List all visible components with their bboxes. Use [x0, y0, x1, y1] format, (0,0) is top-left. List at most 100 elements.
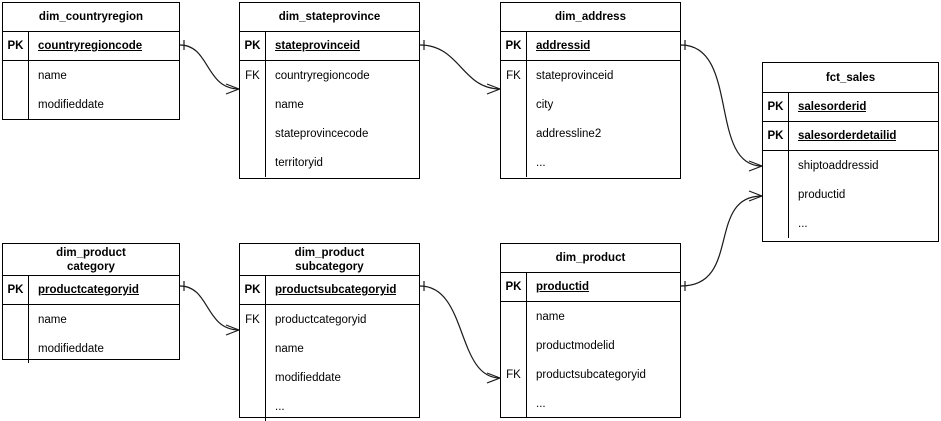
cardinality-many-foot	[486, 88, 501, 95]
key-marker	[763, 209, 788, 238]
attribute-key-column: FK	[240, 61, 266, 177]
field-name: countryregioncode	[275, 69, 370, 82]
field-name: ...	[536, 156, 546, 169]
field-name: salesorderid	[798, 101, 867, 113]
key-marker	[240, 148, 265, 177]
key-row[interactable]: PK salesorderid	[763, 93, 938, 122]
relationship-line	[419, 44, 501, 90]
key-marker	[501, 90, 526, 119]
field-name: name	[275, 342, 304, 355]
field-name: productsubcategoryid	[275, 284, 397, 296]
attribute-name-column: productcategoryid name modifieddate...	[266, 305, 419, 421]
key-marker	[3, 61, 28, 90]
field-name: productmodelid	[536, 339, 615, 352]
field-name: name	[275, 98, 304, 111]
cardinality-many-foot	[486, 372, 501, 379]
key-row[interactable]: PK productsubcategoryid	[240, 276, 419, 305]
key-marker	[501, 302, 526, 331]
attribute-key-column: FK	[501, 302, 527, 418]
key-marker	[3, 90, 28, 119]
field-name: ...	[275, 400, 285, 413]
key-row[interactable]: PK addressid	[501, 32, 680, 61]
key-marker	[501, 331, 526, 360]
cardinality-many-foot	[225, 88, 240, 95]
entity-title: dim_product subcategory	[240, 244, 419, 276]
attribute-key-column	[3, 305, 29, 363]
cardinality-many-foot	[225, 83, 240, 90]
attribute-key-column	[3, 61, 29, 119]
attribute-block: FK name productmodelid productsubcategoryid…	[501, 302, 680, 418]
relationship-rel-category-subcategory	[179, 281, 240, 336]
attribute-name-column: countryregioncode name stateprovincecode te…	[266, 61, 419, 177]
key-marker: FK	[245, 69, 260, 82]
entity-title: dim_product	[501, 244, 680, 273]
cardinality-many-foot	[748, 160, 763, 167]
field-name: productid	[798, 188, 846, 201]
field-name: name	[536, 310, 565, 323]
field-name: name	[38, 313, 67, 326]
field-name: ...	[798, 217, 808, 230]
entity-title: dim_product category	[3, 244, 179, 276]
key-marker: PK	[240, 276, 266, 304]
key-marker: PK	[501, 32, 527, 60]
relationship-rel-subcategory-product	[419, 281, 501, 384]
field-name: modifieddate	[275, 371, 341, 384]
field-name: productsubcategoryid	[536, 368, 646, 381]
relationship-rel-product-sales	[680, 190, 763, 291]
cardinality-many-foot	[748, 165, 763, 172]
relationship-line	[680, 44, 763, 167]
key-marker	[240, 392, 265, 421]
key-marker: PK	[763, 93, 789, 121]
entity-title: fct_sales	[763, 63, 938, 93]
field-name: addressid	[536, 40, 591, 52]
key-marker	[240, 334, 265, 363]
key-row[interactable]: PK productid	[501, 273, 680, 302]
field-name: stateprovincecode	[275, 127, 369, 140]
key-marker: FK	[506, 368, 521, 381]
field-name: city	[536, 98, 554, 111]
key-marker	[501, 148, 526, 177]
entity-title: dim_address	[501, 3, 680, 32]
field-name: territoryid	[275, 156, 323, 169]
cardinality-many-foot	[486, 83, 501, 90]
key-marker	[240, 363, 265, 392]
field-name: modifieddate	[38, 98, 104, 111]
attribute-block: FK productcategoryid name modifieddate...	[240, 305, 419, 421]
attribute-block: FK countryregioncode name stateprovincecode…	[240, 61, 419, 177]
relationship-rel-stateprovince-address	[419, 40, 501, 95]
entity-title: dim_stateprovince	[240, 3, 419, 32]
key-marker	[763, 180, 788, 209]
key-marker: PK	[3, 32, 29, 60]
cardinality-many-foot	[225, 329, 240, 336]
key-marker	[3, 334, 28, 363]
entity-title: dim_countryregion	[3, 3, 179, 32]
cardinality-many-foot	[225, 324, 240, 331]
key-marker: FK	[245, 313, 260, 326]
relationship-line	[680, 195, 763, 287]
field-name: productcategoryid	[275, 313, 367, 326]
field-name: productid	[536, 281, 590, 293]
field-name: productcategoryid	[38, 284, 139, 296]
key-marker: PK	[501, 273, 527, 301]
key-marker	[240, 119, 265, 148]
key-marker: PK	[763, 122, 789, 150]
